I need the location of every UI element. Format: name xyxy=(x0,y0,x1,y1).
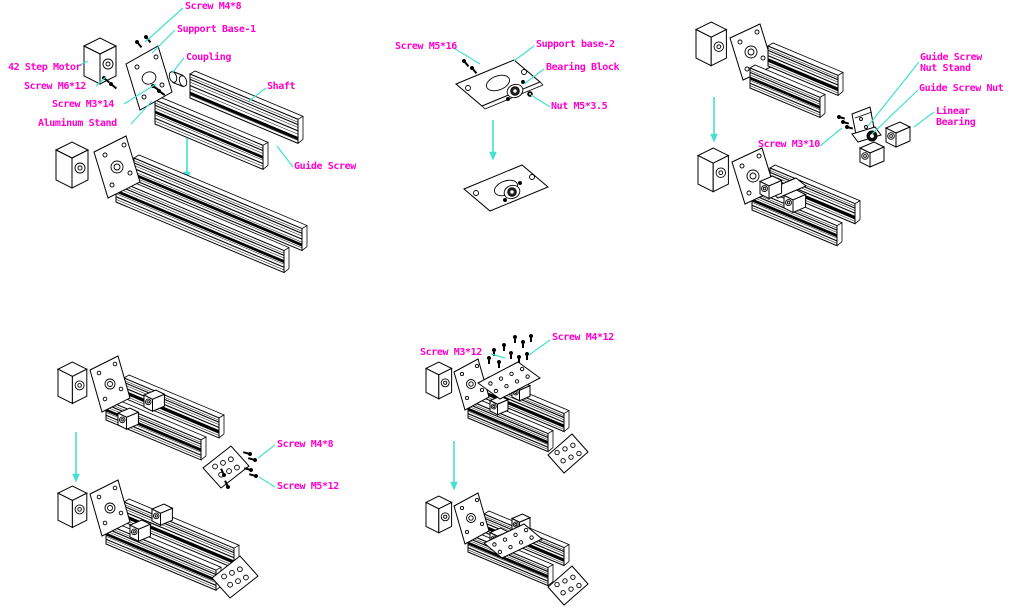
step2-transition-arrow xyxy=(489,120,497,161)
step4-transition-arrow xyxy=(72,432,80,483)
label-aluminum-stand: Aluminum Stand xyxy=(38,118,117,129)
step4a-end-plate xyxy=(211,555,259,599)
step1a-support-plate xyxy=(93,135,141,199)
step4a-motor xyxy=(56,485,88,529)
step5a-end-plate xyxy=(547,565,589,606)
step4-assembled-view xyxy=(56,479,259,599)
step4-bearing-block-1 xyxy=(116,407,140,431)
step1a-rail-lower xyxy=(115,176,290,274)
step5-screws-m3x12 xyxy=(486,342,507,368)
step3-motor xyxy=(694,21,728,67)
step5-bearing-block-1 xyxy=(488,395,510,416)
label-screw-m4x8-step4: Screw M4*8 xyxy=(277,439,334,450)
step4-screws-m4x8 xyxy=(242,451,258,463)
step5-screws-m4x12 xyxy=(508,333,534,363)
step5-motor xyxy=(424,361,453,400)
step1-support-base-1-plate xyxy=(125,45,173,111)
step1-screws-m4x8 xyxy=(134,34,152,49)
step3-rail-upper xyxy=(767,42,844,97)
step5a-support-plate xyxy=(453,492,490,545)
step5-exploded-view xyxy=(424,333,589,474)
label-guide-screw-nut-stand: Guide Screw Nut Stand xyxy=(920,52,982,74)
step2a-bearing-block xyxy=(503,181,522,202)
step1-aluminum-stand-rail xyxy=(154,96,269,171)
step1-42-step-motor xyxy=(82,37,118,85)
step5-rail-lower xyxy=(467,396,554,453)
step3-assembled-view xyxy=(696,147,861,247)
step4a-support-plate xyxy=(89,479,131,537)
label-screw-m5x12: Screw M5*12 xyxy=(277,481,339,492)
step5-transition-arrow xyxy=(450,441,458,491)
label-guide-screw-nut: Guide Screw Nut xyxy=(919,83,1004,94)
label-screw-m4x8-step1: Screw M4*8 xyxy=(185,1,242,12)
step2-support-base-2-plate xyxy=(455,59,544,110)
step2-screws-m5x16 xyxy=(461,58,478,75)
step5a-carriage-plate xyxy=(483,523,543,559)
step1a-rail-upper xyxy=(133,154,308,252)
step2-bearing-block xyxy=(506,80,525,101)
step3-linear-bearing-1 xyxy=(884,121,912,148)
label-screw-m4x12: Screw M4*12 xyxy=(552,332,614,343)
step1-coupling-part xyxy=(168,70,188,88)
step4-support-plate xyxy=(89,355,131,413)
label-screw-m3x12: Screw M3*12 xyxy=(420,347,482,358)
step1a-motor xyxy=(54,141,90,189)
leader-lines xyxy=(75,7,935,488)
step4-end-plate xyxy=(202,445,250,489)
step3a-bearing-block-1 xyxy=(758,175,783,200)
step4-exploded-view xyxy=(56,355,259,490)
step1-assembled-view xyxy=(54,135,308,274)
step5-end-plate xyxy=(547,433,589,474)
label-screw-m6x12: Screw M6*12 xyxy=(24,81,86,92)
step4a-bearing-block-2 xyxy=(150,503,174,527)
step3-transition-arrow xyxy=(710,97,718,143)
label-42-step-motor: 42 Step Motor xyxy=(8,62,82,73)
step5-support-plate xyxy=(453,358,490,411)
label-screw-m3x14: Screw M3*14 xyxy=(52,99,114,110)
label-screw-m5x16: Screw M5*16 xyxy=(395,41,457,52)
step3-exploded-view xyxy=(694,21,912,168)
label-screw-m3x10: Screw M3*10 xyxy=(758,139,820,150)
step1-screws-m6x12 xyxy=(101,75,118,90)
step4-motor xyxy=(56,361,88,405)
step1-exploded-view xyxy=(82,34,304,171)
step5a-motor xyxy=(424,495,453,534)
label-bearing-block: Bearing Block xyxy=(546,62,620,73)
label-support-base-2: Support base-2 xyxy=(536,39,615,50)
label-guide-screw: Guide Screw xyxy=(294,161,356,172)
step3-guide-screw-nut xyxy=(866,130,878,142)
label-shaft: Shaft xyxy=(267,81,296,92)
label-nut-m5x3-5: Nut M5*3.5 xyxy=(551,101,608,112)
step3-linear-bearing-2 xyxy=(858,141,886,168)
label-support-base-1: Support Base-1 xyxy=(177,24,256,35)
step1-screws-m3x14 xyxy=(150,83,166,96)
step2-assembled-view xyxy=(463,164,549,212)
step4a-bearing-block-1 xyxy=(128,519,152,543)
step1-shaft-guide-screw-rail xyxy=(189,70,304,145)
step5-assembled-view xyxy=(424,492,589,606)
step4-bearing-block-2 xyxy=(142,389,166,413)
step4-screws-m5x12 xyxy=(220,467,259,490)
step3-rail-lower xyxy=(749,64,826,119)
step3a-motor xyxy=(696,147,730,193)
label-linear-bearing: Linear Bearing xyxy=(936,106,976,128)
step2-exploded-view xyxy=(455,58,544,110)
step3a-bearing-block-2 xyxy=(782,189,807,214)
step3-screws-m3x10 xyxy=(836,114,854,130)
label-coupling: Coupling xyxy=(186,52,231,63)
step5-carriage-plate xyxy=(477,361,541,400)
